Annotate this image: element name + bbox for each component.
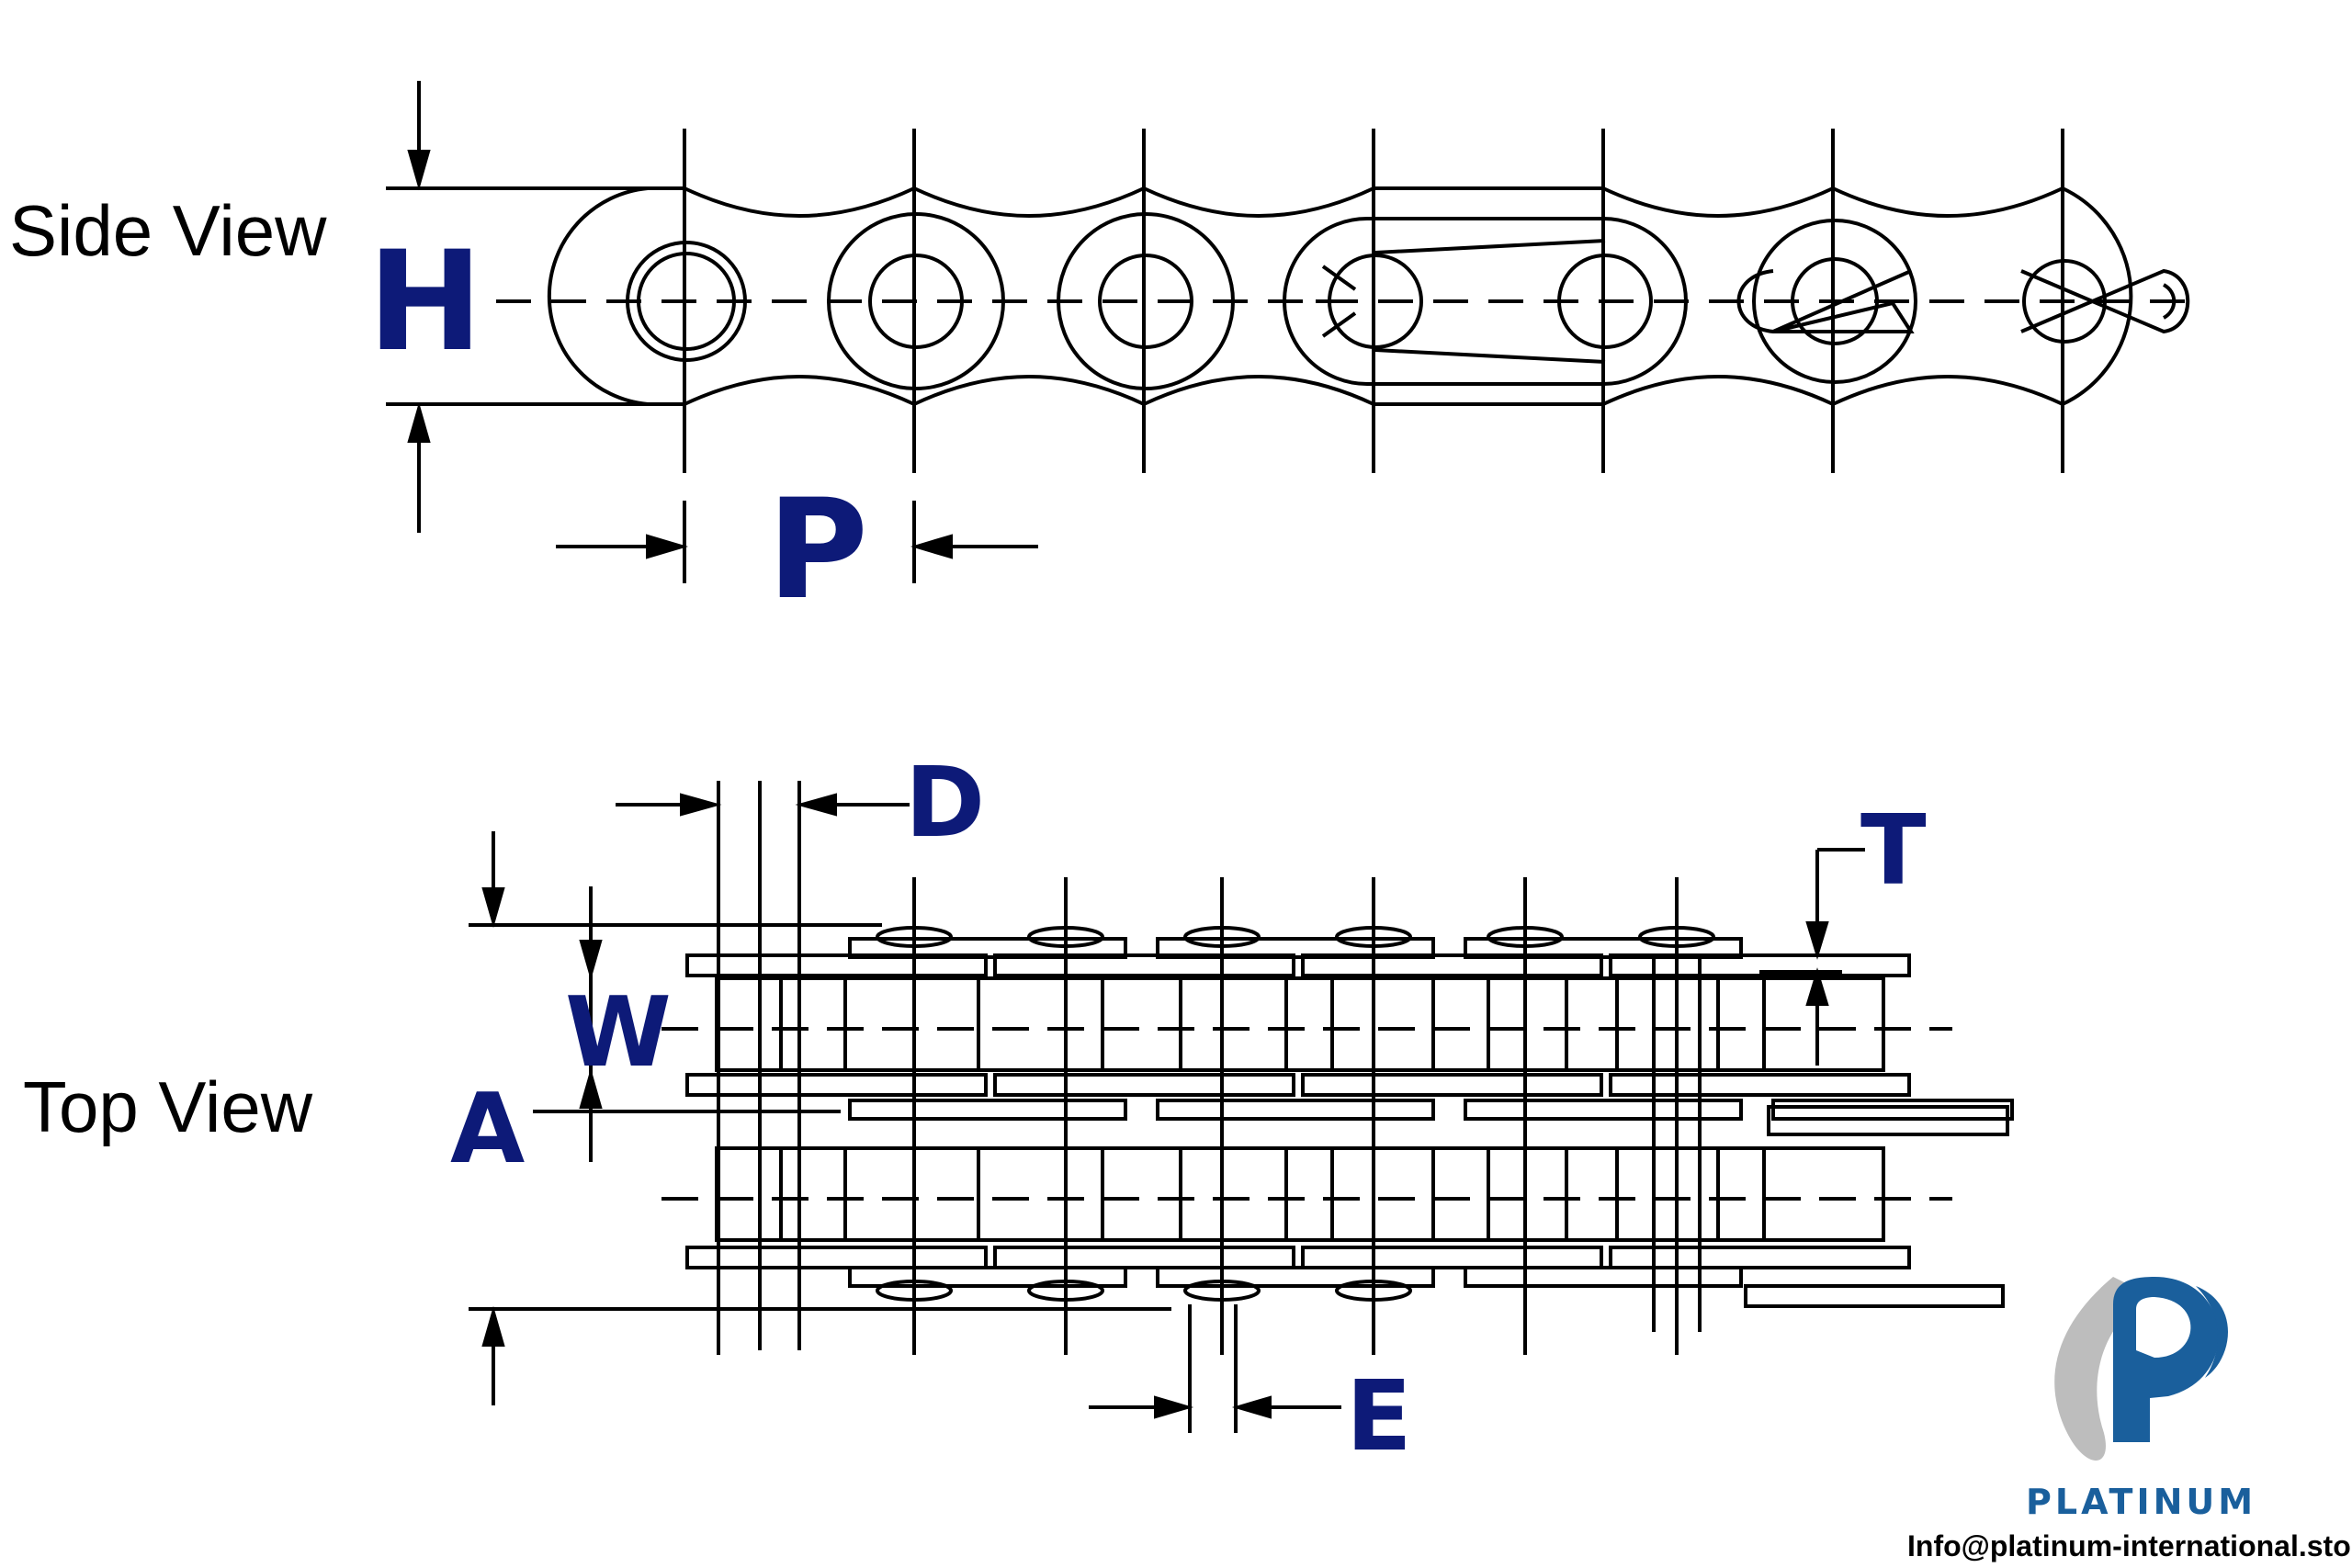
top-view <box>469 781 2014 1433</box>
side-view <box>386 81 2200 583</box>
platinum-logo-icon <box>2054 1277 2228 1461</box>
dim-label-e: E <box>1346 1360 1412 1472</box>
dim-label-a: A <box>450 1073 525 1185</box>
dim-label-p: P <box>767 470 868 630</box>
side-chain-outline <box>547 186 2133 407</box>
side-view-label: Side View <box>9 190 327 271</box>
brand-email: Info@platinum-international.store <box>1907 1529 2352 1562</box>
dim-label-t: T <box>1860 795 1927 907</box>
top-view-rollers <box>715 976 1885 1242</box>
brand-name: PLATINUM <box>2026 1482 2256 1522</box>
top-view-label: Top View <box>23 1066 313 1147</box>
dim-label-h: H <box>368 222 483 382</box>
dim-label-w: W <box>565 976 672 1089</box>
dim-label-d: D <box>905 747 985 859</box>
